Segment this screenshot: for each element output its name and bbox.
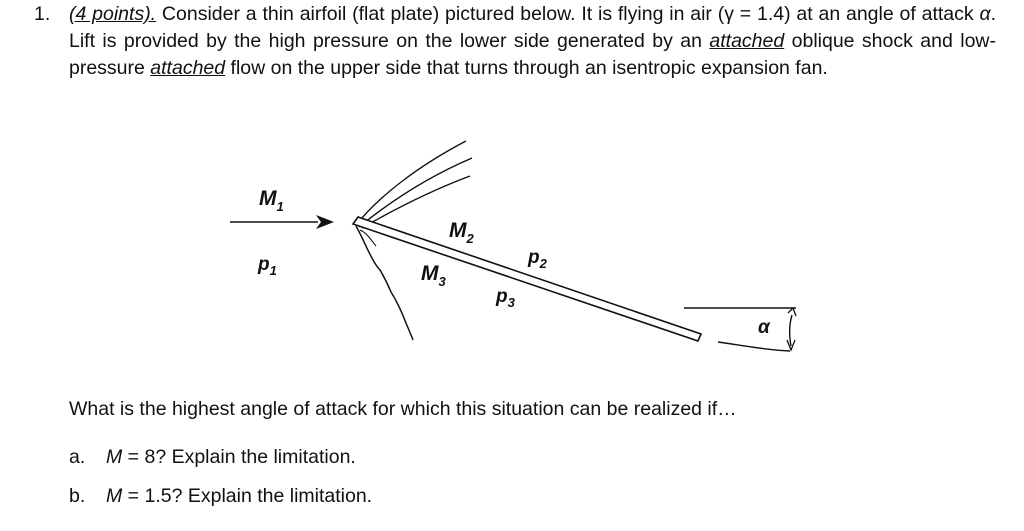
attached-word-1: attached bbox=[709, 30, 785, 52]
question-part-b: b. M = 1.5? Explain the limitation. bbox=[69, 483, 372, 510]
expansion-fan bbox=[355, 140, 473, 229]
label-p3: p3 bbox=[495, 286, 516, 310]
part-text: = 1.5? Explain the limitation. bbox=[122, 485, 373, 507]
stem-text-3: oblique shock and low-pressure bbox=[69, 30, 996, 79]
angle-reference-lines bbox=[684, 307, 796, 352]
question-text: What is the highest angle of attack for … bbox=[69, 398, 737, 420]
oblique-shock bbox=[355, 225, 414, 341]
points-label: (4 points). bbox=[69, 3, 157, 25]
stem-text-2: . Lift is provided by the high pressure … bbox=[69, 3, 996, 52]
label-M2: M2 bbox=[449, 219, 475, 246]
attached-word-2: attached bbox=[150, 57, 226, 79]
label-M3: M3 bbox=[421, 262, 447, 289]
problem-statement: (4 points). Consider a thin airfoil (fla… bbox=[69, 1, 996, 82]
problem-number: 1. bbox=[34, 3, 51, 25]
part-label: a. bbox=[69, 446, 86, 468]
question-part-a: a. M = 8? Explain the limitation. bbox=[69, 444, 356, 471]
label-alpha: α bbox=[758, 317, 771, 338]
label-p1: p1 bbox=[257, 254, 277, 278]
part-text: = 8? Explain the limitation. bbox=[122, 446, 356, 468]
mach-variable: M bbox=[106, 485, 123, 507]
flat-plate-airfoil bbox=[351, 216, 703, 342]
alpha-arc-arrow bbox=[786, 306, 797, 352]
label-p2: p2 bbox=[527, 247, 548, 271]
stem-text-1: Consider a thin airfoil (flat plate) pic… bbox=[156, 3, 980, 25]
label-M1: M1 bbox=[259, 187, 284, 214]
stem-text-4: flow on the upper side that turns throug… bbox=[225, 57, 828, 79]
mach-variable: M bbox=[106, 446, 123, 468]
alpha-symbol: α bbox=[979, 3, 991, 25]
part-label: b. bbox=[69, 485, 86, 507]
freestream-arrow bbox=[230, 215, 334, 229]
